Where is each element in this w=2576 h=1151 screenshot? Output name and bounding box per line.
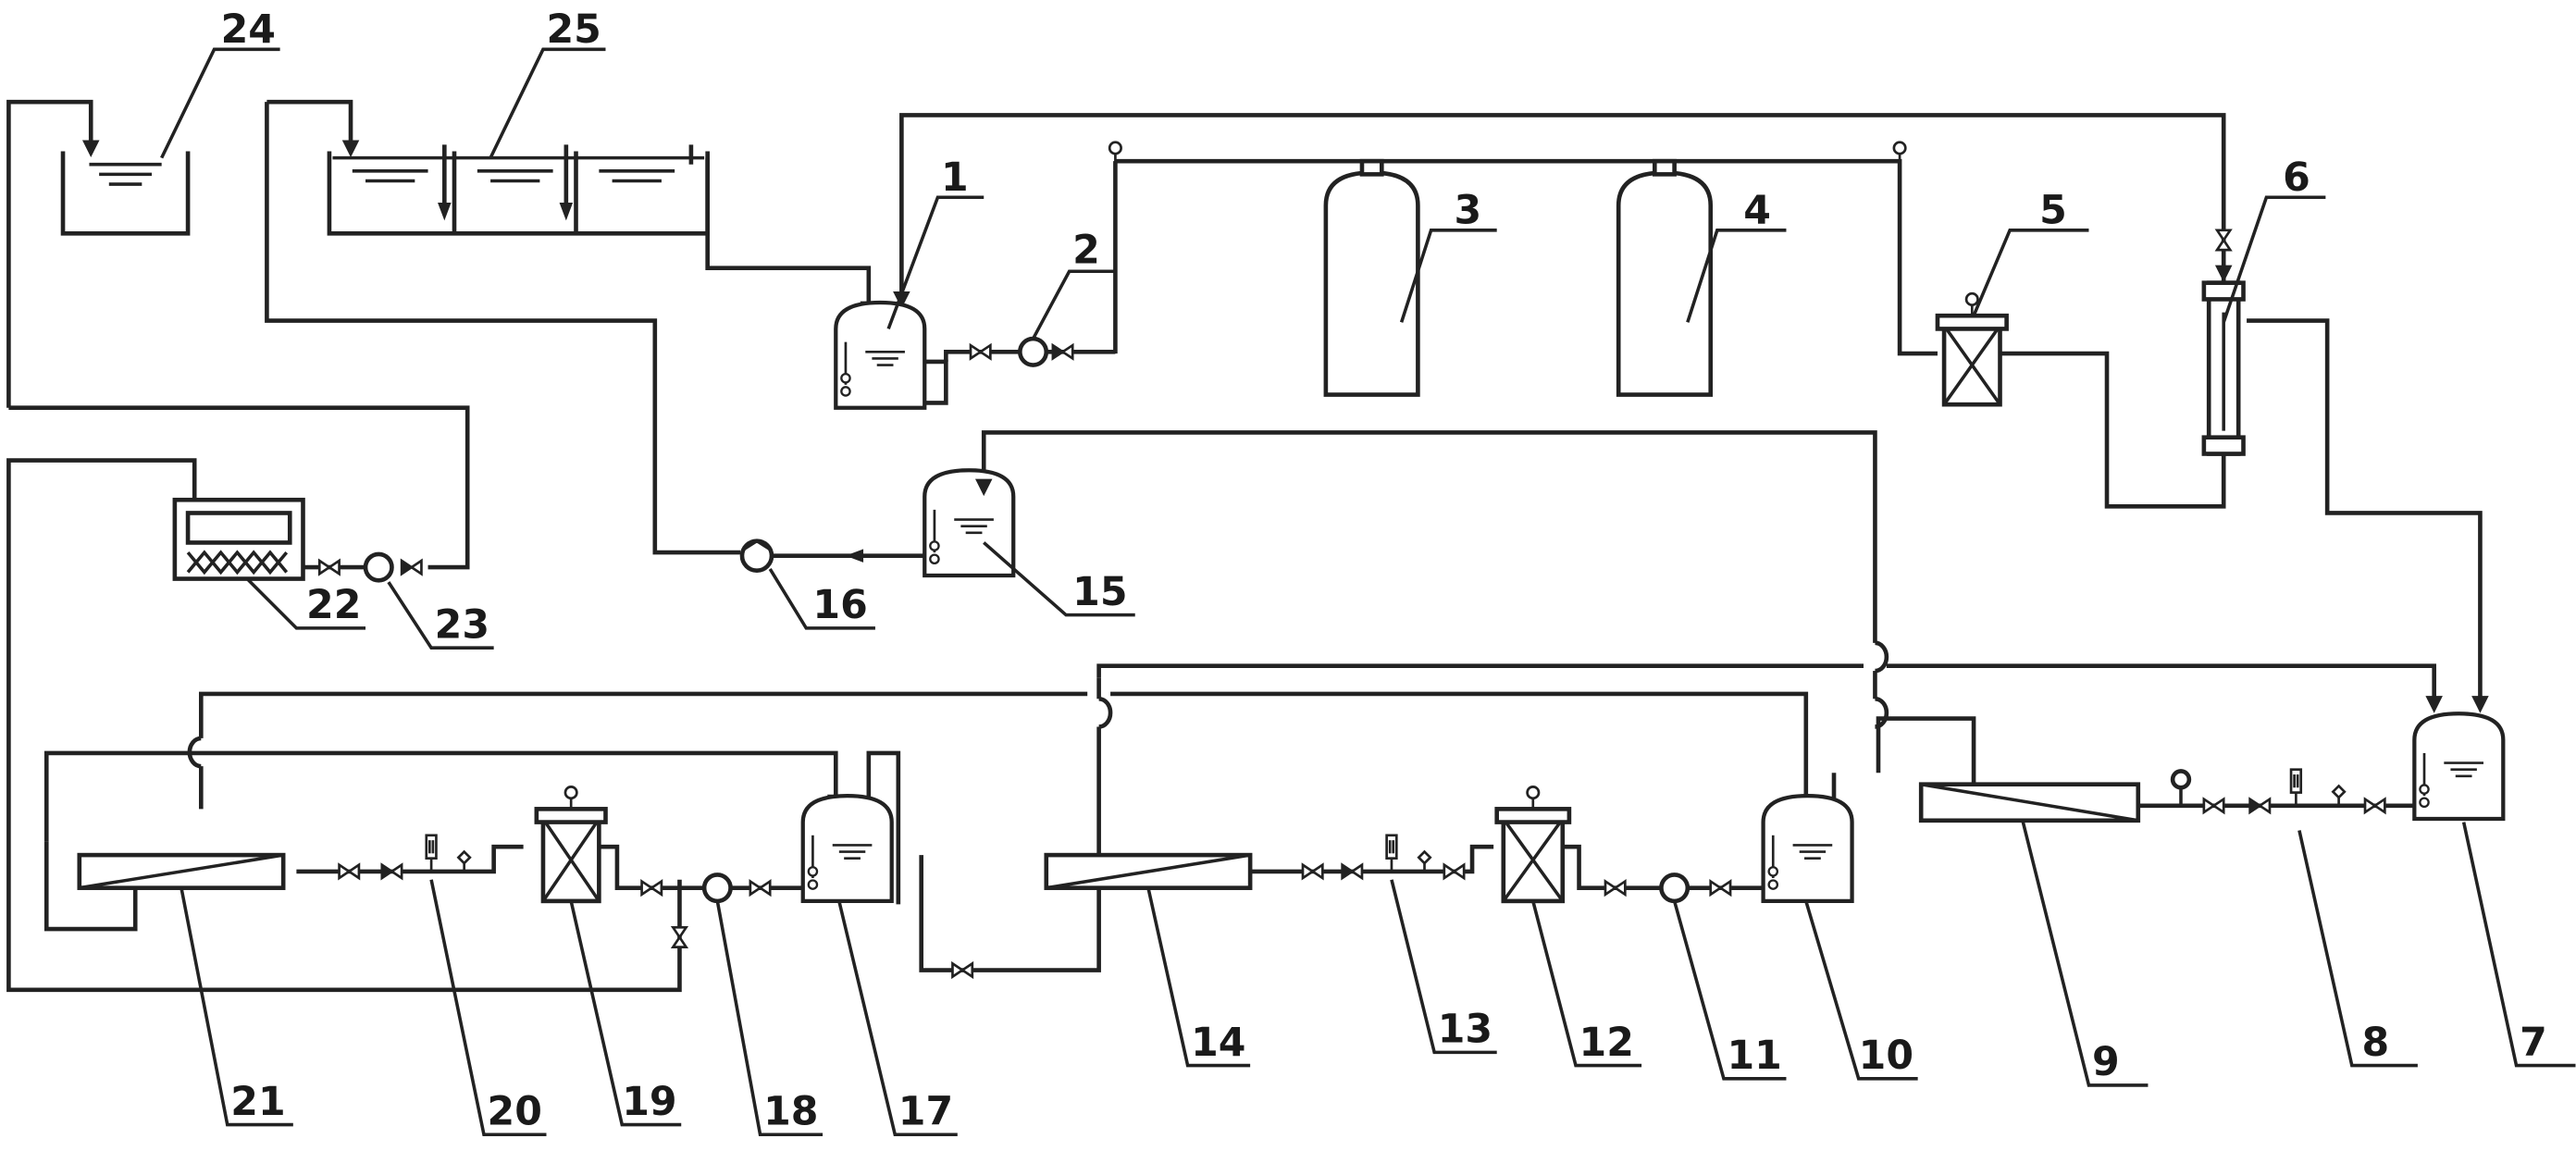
filter-12	[1494, 786, 1572, 904]
label-13: 13	[1438, 1007, 1492, 1053]
tank-10	[1764, 796, 1852, 901]
label-21: 21	[230, 1079, 285, 1125]
tank-15	[924, 470, 1013, 576]
callout-labels: 1 2 3 4 5 6 7 8 9 10 11 12 13 14 15 16 1…	[221, 6, 2547, 1134]
label-23: 23	[435, 602, 489, 649]
label-16: 16	[812, 582, 867, 628]
pump-11	[1604, 873, 1732, 904]
label-4: 4	[1743, 188, 1771, 234]
label-24: 24	[221, 6, 276, 53]
multi-cell-tank-25	[327, 144, 710, 236]
label-5: 5	[2039, 188, 2067, 234]
label-7: 7	[2520, 1020, 2547, 1066]
label-22: 22	[306, 582, 361, 628]
label-25: 25	[547, 6, 601, 53]
cylinder-3	[1323, 158, 1420, 397]
pump-23	[303, 551, 423, 583]
leader-lines	[160, 47, 2576, 1137]
open-tank-24	[60, 151, 191, 236]
instrument-8	[2170, 768, 2386, 814]
label-20: 20	[488, 1089, 542, 1135]
label-2: 2	[1072, 227, 1100, 273]
label-8: 8	[2361, 1020, 2389, 1066]
pump-16	[739, 538, 774, 573]
label-10: 10	[1859, 1033, 1913, 1079]
label-14: 14	[1191, 1020, 1245, 1066]
tank-1	[836, 303, 924, 408]
label-1: 1	[941, 155, 969, 201]
membrane-9	[1918, 782, 2141, 823]
membrane-14	[951, 852, 1253, 978]
label-12: 12	[1579, 1020, 1634, 1066]
pipe-network	[6, 99, 2489, 993]
label-18: 18	[763, 1089, 818, 1135]
label-6: 6	[2283, 155, 2310, 201]
label-17: 17	[898, 1089, 953, 1135]
filter-5	[1935, 291, 2009, 407]
label-9: 9	[2092, 1039, 2120, 1085]
filter-19	[534, 786, 608, 904]
column-6	[2201, 229, 2246, 456]
label-19: 19	[622, 1079, 676, 1125]
cylinder-4	[1616, 158, 1714, 397]
tank-7	[2414, 713, 2503, 819]
label-15: 15	[1072, 569, 1127, 615]
pump-18	[640, 873, 772, 948]
unit-22	[172, 497, 305, 581]
label-11: 11	[1727, 1033, 1781, 1079]
membrane-21	[77, 852, 286, 890]
tank-17	[803, 796, 892, 901]
label-3: 3	[1454, 188, 1481, 234]
